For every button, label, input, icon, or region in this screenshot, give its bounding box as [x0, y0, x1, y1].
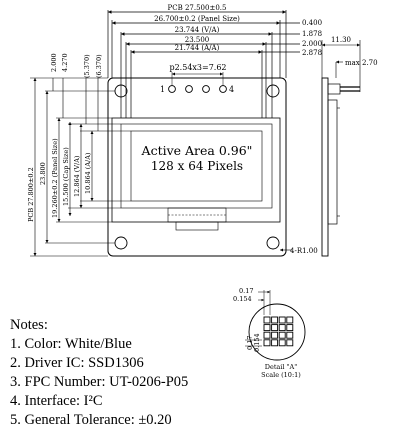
dim-va-height: 12.864 (V/A) [73, 155, 81, 197]
notes-block: Notes: 1. Color: White/Blue 2. Driver IC… [10, 316, 250, 430]
active-area-pixels: 128 x 64 Pixels [151, 159, 243, 173]
dim-left-6370: (6.370) [95, 54, 103, 78]
detail-pixel [263, 316, 271, 324]
detail-pixel [271, 316, 279, 324]
detail-pixel [278, 339, 286, 347]
dim-right-0400: 0.400 [302, 19, 322, 27]
detail-scale: Scale (10:1) [261, 371, 301, 379]
dim-aa-width: 21.744 (A/A) [175, 44, 220, 52]
detail-pixel [286, 324, 294, 332]
detail-pixel [263, 331, 271, 339]
left-dimensions [30, 77, 131, 257]
dim-left-4270: 4.270 [61, 53, 69, 72]
detail-dim-h1: 0.17 [239, 287, 253, 295]
note-item: 4. Interface: I²C [10, 393, 103, 409]
module-front-view [107, 77, 287, 257]
dim-pcb-width: PCB 27.500±0.5 [168, 4, 227, 12]
dim-right-2000: 2.000 [302, 40, 322, 48]
detail-pixel [286, 316, 294, 324]
detail-pixel [286, 339, 294, 347]
dim-left-2000: 2.000 [50, 53, 58, 72]
detail-pixel [271, 324, 279, 332]
pin-first-label: 1 [160, 85, 165, 94]
notes-title: Notes: [10, 317, 48, 333]
detail-label: Detail "A" [265, 363, 297, 371]
detail-pixel [278, 331, 286, 339]
note-item: 5. General Tolerance: ±0.20 [10, 412, 172, 428]
dim-right-2878: 2.878 [302, 49, 322, 57]
note-item: 3. FPC Number: UT-0206-P05 [10, 374, 189, 390]
detail-pixel [278, 316, 286, 324]
dim-left-5370: (5.370) [83, 54, 91, 78]
detail-pixel [271, 331, 279, 339]
detail-a [245, 290, 306, 361]
dim-pin-pitch: p2.54x3=7.62 [169, 63, 226, 72]
note-item: 2. Driver IC: SSD1306 [10, 355, 144, 371]
module-side-view [321, 40, 361, 257]
note-item: 1. Color: White/Blue [10, 336, 132, 352]
dim-panel-height: 19.260±0.2 (Panel Size) [51, 138, 59, 218]
detail-pixel [278, 324, 286, 332]
detail-pixel [286, 331, 294, 339]
dim-side-width: 11.30 [331, 36, 351, 44]
detail-dim-v1: 0.17 [246, 336, 254, 350]
detail-pixel [263, 339, 271, 347]
dim-right-1878: 1.878 [302, 30, 322, 38]
dim-height-23800: 23.800 [39, 162, 47, 185]
top-dimensions [107, 10, 300, 118]
dim-va-width: 23.744 (V/A) [175, 26, 220, 34]
dim-corner-radius: 4-R1.00 [290, 247, 318, 255]
active-area-title: Active Area 0.96" [141, 143, 253, 158]
detail-dim-v2: 0.154 [253, 333, 261, 352]
pin-last-label: 4 [229, 85, 234, 94]
detail-pixel-grid [263, 316, 294, 347]
dim-cap-height: 15.500 (Cap Size) [62, 147, 70, 206]
dim-side-max: max 2.70 [345, 59, 378, 67]
dim-aa-height: 10.864 (A/A) [84, 152, 92, 194]
detail-pixel [263, 324, 271, 332]
detail-pixel [271, 339, 279, 347]
header-pins [168, 85, 227, 93]
dim-panel-width: 26.700±0.2 (Panel Size) [154, 15, 240, 23]
detail-dim-h2: 0.154 [233, 295, 252, 303]
dim-pcb-height: PCB 27.800±0.2 [27, 167, 35, 222]
dim-inner-width: 23.500 [185, 36, 210, 44]
